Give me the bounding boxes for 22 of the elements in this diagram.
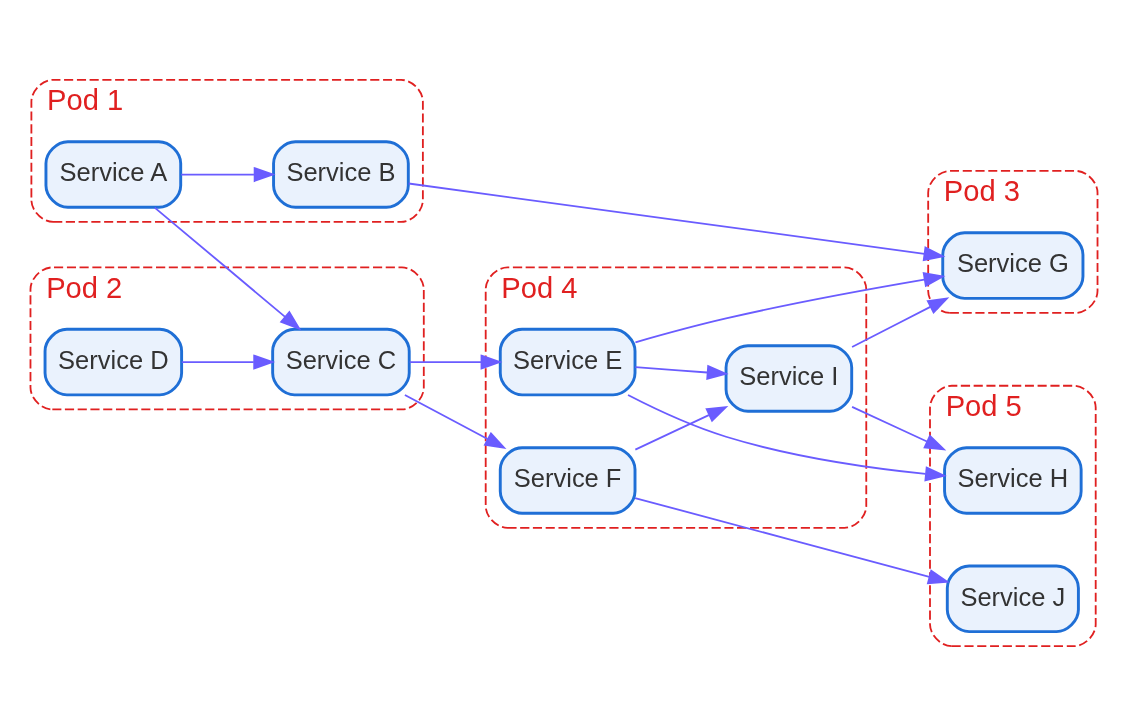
arrow: [407, 182, 946, 261]
node-box: Service B: [272, 139, 410, 209]
node-box: Service G: [941, 230, 1085, 300]
arrow: [851, 296, 950, 348]
arrow: [634, 271, 946, 343]
arrow: [180, 166, 276, 182]
arrow: [634, 405, 729, 450]
node-box: Service D: [43, 327, 184, 396]
node-box: Service F: [498, 445, 637, 515]
arrow: [634, 364, 729, 380]
arrow: [634, 496, 950, 584]
arrow: [180, 353, 276, 370]
arrow: [627, 393, 947, 481]
node-box: Service I: [724, 343, 854, 413]
node-box: Service A: [44, 139, 183, 209]
node-box: Service J: [945, 564, 1080, 633]
arrow: [408, 353, 503, 370]
node-box: Service E: [498, 327, 637, 396]
node-box: Service C: [271, 327, 411, 396]
node-box: Service H: [943, 445, 1083, 515]
arrow: [403, 393, 507, 449]
arrow: [851, 405, 947, 450]
